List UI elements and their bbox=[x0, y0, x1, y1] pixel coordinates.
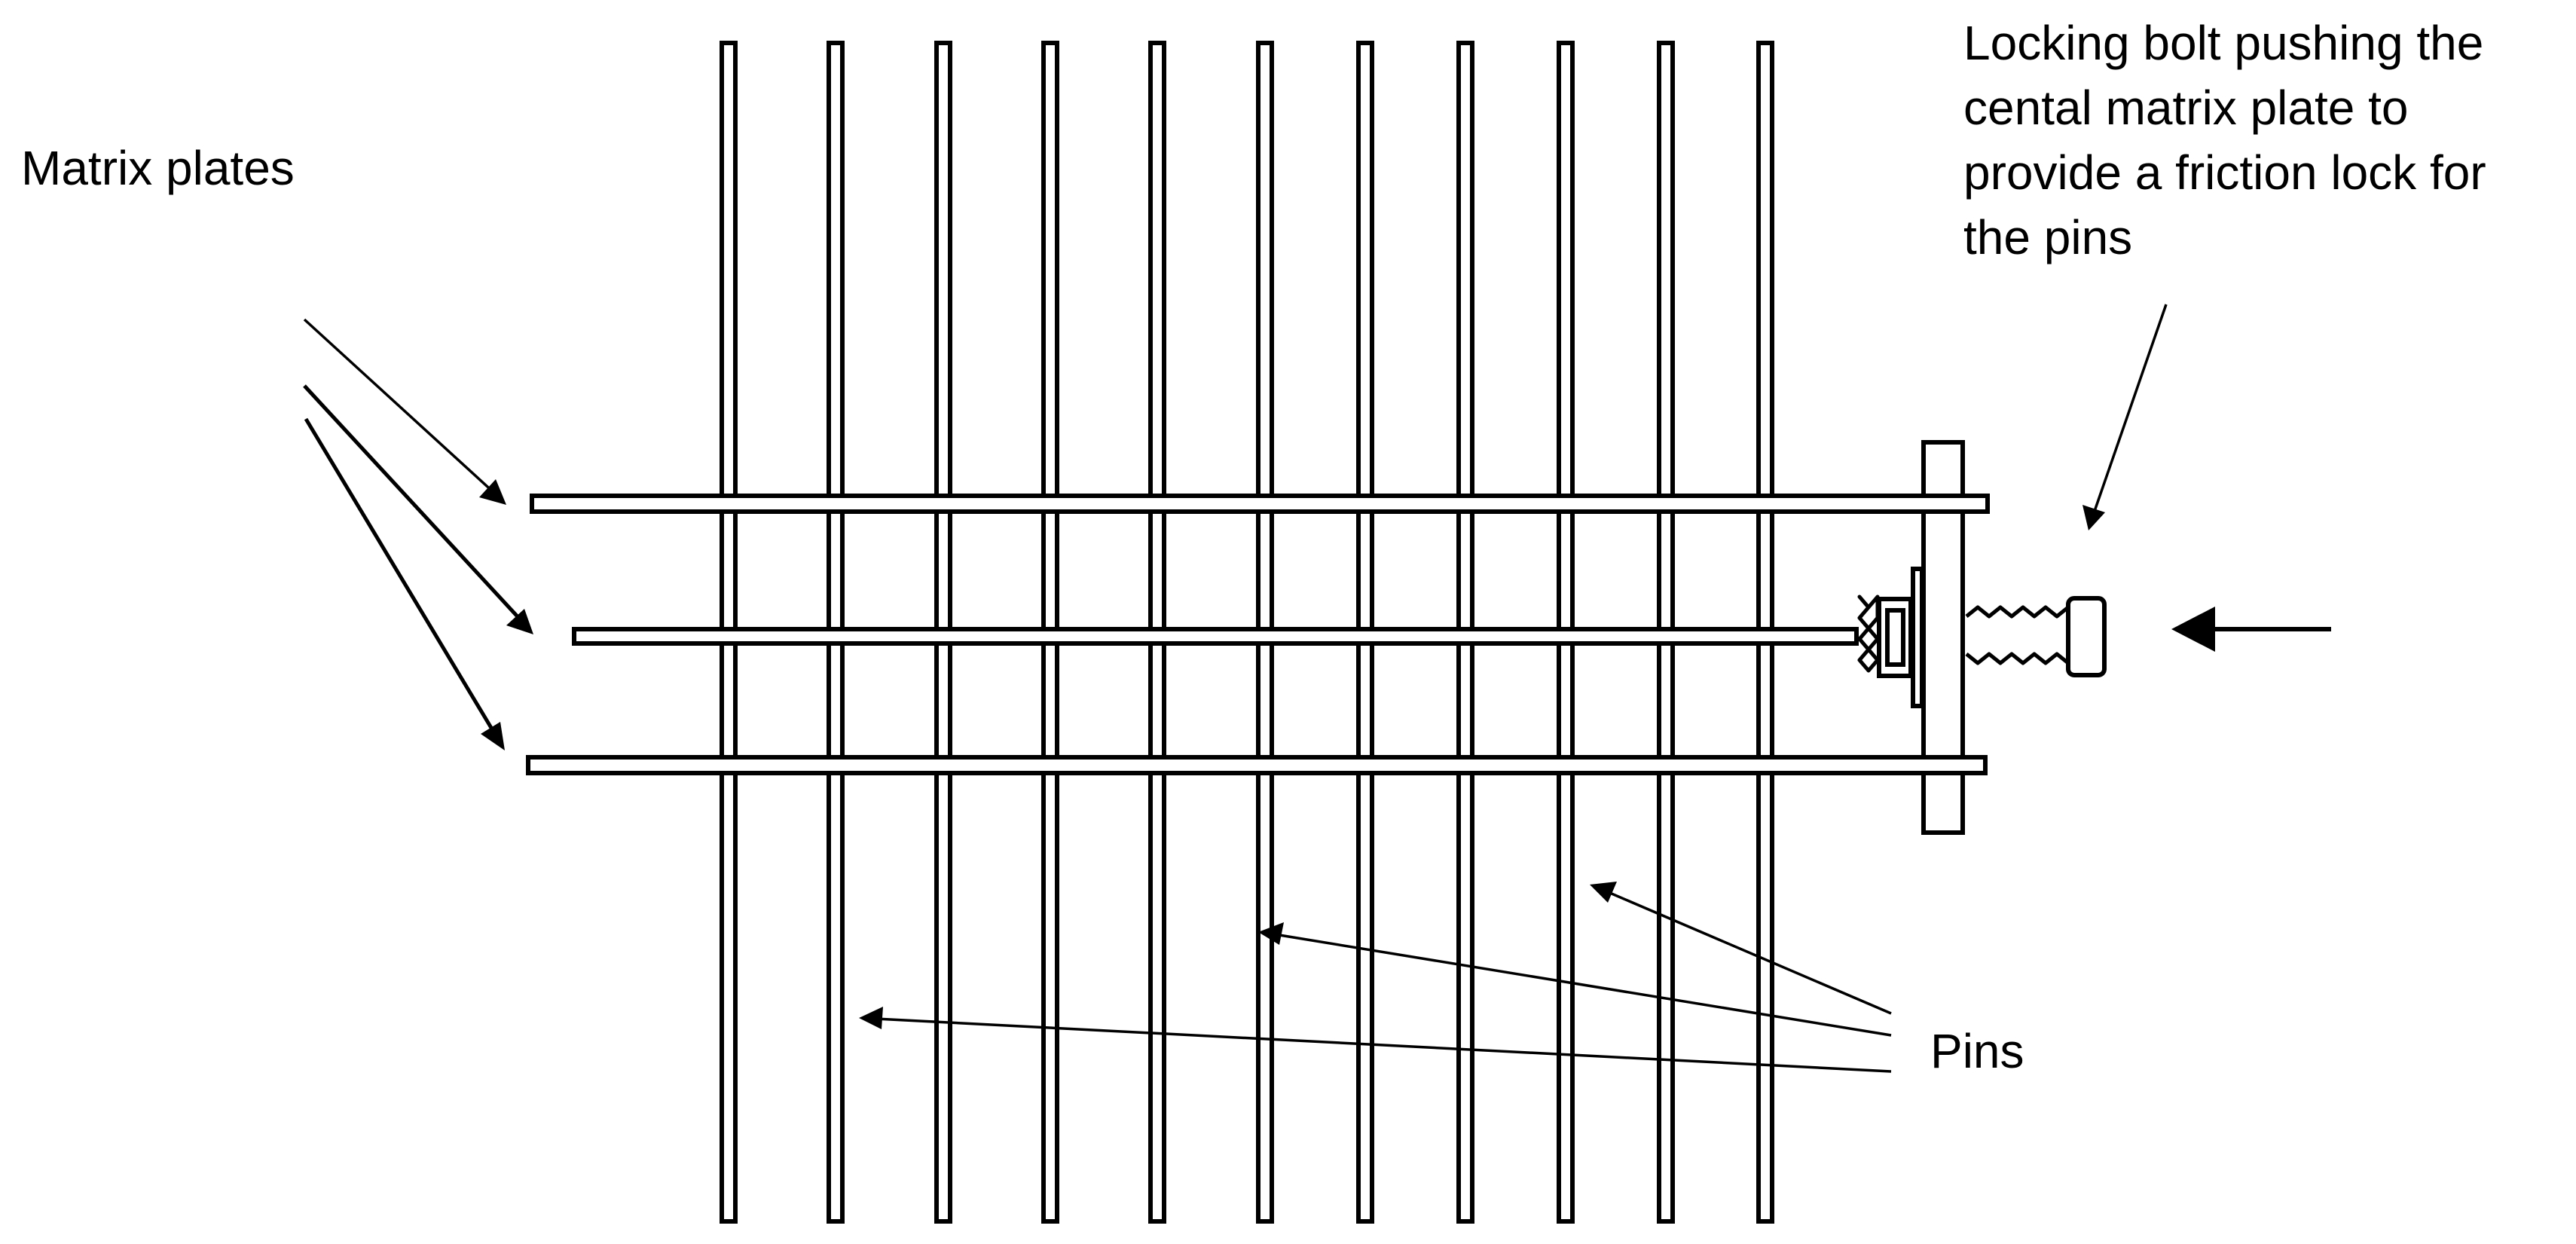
matrix-plates-label: Matrix plates bbox=[21, 141, 295, 195]
locking-bolt bbox=[1857, 567, 2107, 708]
locking-bolt-label-line-4: the pins bbox=[1963, 210, 2133, 264]
push-arrow-head bbox=[2171, 607, 2215, 652]
locking-bolt-label-line-2: cental matrix plate to bbox=[1963, 81, 2409, 135]
matrix-plate-bottom bbox=[526, 755, 1988, 775]
matrix-plates-group bbox=[526, 494, 1990, 775]
matrix-plate-central bbox=[572, 627, 1859, 646]
bolt-nut-face bbox=[1885, 608, 1905, 667]
pins-leaders bbox=[859, 882, 1892, 1073]
bolt-washer bbox=[1911, 567, 1924, 708]
bolt-spring bbox=[1857, 594, 1880, 673]
locking-bolt-label-line-3: provide a friction lock for bbox=[1963, 145, 2486, 200]
bolt-head bbox=[2066, 596, 2107, 677]
matrix-plates-leaders bbox=[303, 318, 533, 750]
push-arrow bbox=[2171, 607, 2331, 652]
pins-label: Pins bbox=[1930, 1024, 2024, 1078]
locking-bolt-label-line-1: Locking bolt pushing the bbox=[1963, 16, 2484, 70]
locking-bolt-leader bbox=[2082, 304, 2168, 530]
locking-bolt-label: Locking bolt pushing the cental matrix p… bbox=[1963, 11, 2486, 270]
matrix-plate-top bbox=[530, 494, 1990, 514]
